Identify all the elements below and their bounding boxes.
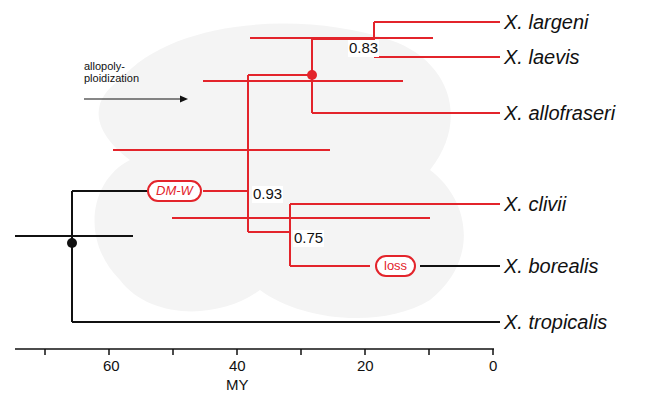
axis-tick-label: 20 <box>357 358 374 375</box>
support-value: 0.83 <box>348 40 379 57</box>
species-name: X. borealis <box>504 255 599 277</box>
event-pill: loss <box>375 255 416 277</box>
arrow <box>84 96 188 103</box>
red-branches <box>113 22 500 266</box>
frog-watermark <box>95 24 464 318</box>
axis-tick-label: 40 <box>229 358 246 375</box>
support-value: 0.75 <box>293 230 324 247</box>
time-axis <box>15 349 494 355</box>
event-text: DM-W <box>156 183 193 198</box>
axis-tick-label: 60 <box>103 358 120 375</box>
species-name: X. tropicalis <box>504 311 607 333</box>
axis-tick-label: 0 <box>489 358 497 375</box>
black-branches <box>15 191 500 322</box>
root-dot <box>67 238 77 248</box>
event-note: allopoly- ploidization <box>84 61 144 84</box>
axis-title: MY <box>226 377 249 394</box>
event-text: loss <box>384 258 407 273</box>
support-value: 0.93 <box>252 186 283 203</box>
species-name: X. allofraseri <box>504 102 615 124</box>
species-name: X. clivii <box>504 193 566 215</box>
species-name: X. laevis <box>504 46 580 68</box>
species-name: X. largeni <box>504 11 589 33</box>
event-pill: DM-W <box>147 180 202 202</box>
node-dot <box>307 70 317 80</box>
